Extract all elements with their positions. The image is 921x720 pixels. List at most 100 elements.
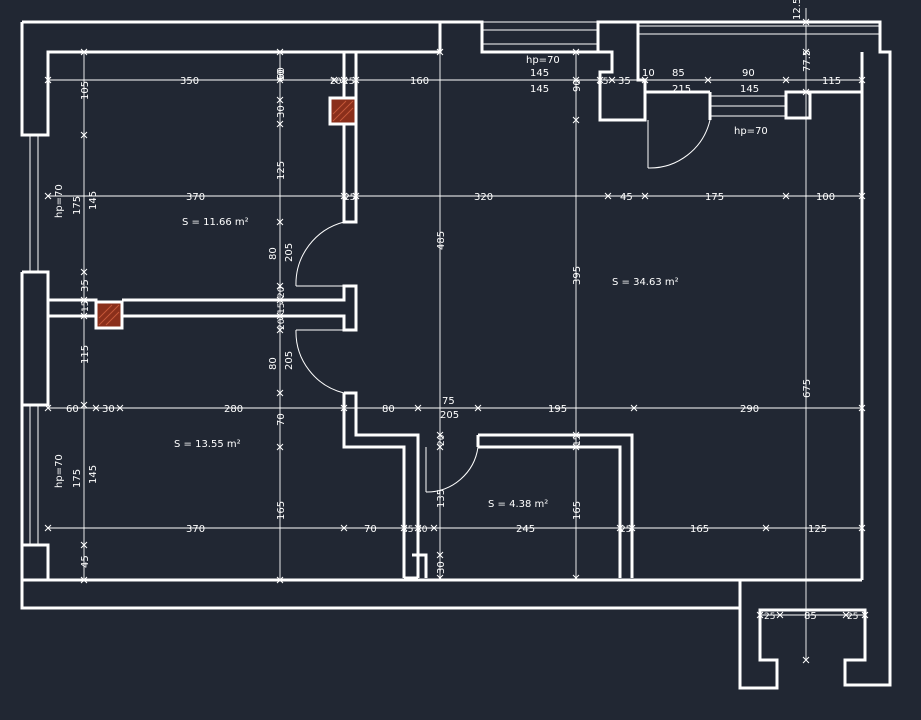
dim-label: 675: [802, 379, 813, 398]
dim-label: 60: [276, 67, 287, 80]
dim-label: 245: [516, 524, 535, 535]
doors: [295, 119, 711, 493]
dim-label: 30: [102, 404, 115, 415]
dim-col-inner: 60 30 125 80 205 20 15 20 80 205 70 165: [268, 67, 295, 520]
dim-label: 12.5: [792, 0, 803, 20]
dim-label: 85: [804, 611, 817, 622]
dim-label: 90: [742, 68, 755, 79]
dim-label: 25: [402, 525, 413, 535]
dim-label: 25: [620, 525, 631, 535]
area-label-main: S = 34.63 m²: [612, 277, 679, 288]
dim-label: 60: [66, 404, 79, 415]
dim-label: 145: [530, 84, 549, 95]
dim-row-4: 370 70 25 20 245 25 165 125: [186, 524, 827, 535]
dim-label: 175: [72, 196, 83, 215]
dim-col-right: 12.5 77.5 675: [792, 0, 813, 398]
dim-label: 485: [436, 231, 447, 250]
dimension-lines: [44, 8, 869, 664]
dim-label: 135: [436, 489, 447, 508]
dim-label: 30: [436, 561, 447, 574]
dim-label: 15: [81, 301, 91, 312]
dim-label: 205: [284, 351, 295, 370]
dim-label: 175: [72, 469, 83, 488]
dim-label: 25: [764, 612, 775, 622]
dim-label: 115: [822, 76, 841, 87]
walls: [20, 20, 892, 690]
area-label-left-top: S = 11.66 m²: [182, 217, 249, 228]
dim-label: 395: [572, 266, 583, 285]
dim-label: 80: [268, 357, 279, 370]
dim-label: 25: [597, 77, 608, 87]
window-height-top-right: hp=70: [734, 126, 768, 137]
dim-label: 15: [277, 303, 287, 314]
dim-row-1: 350 60 20 25 160 145 145 25 35 10 85 215…: [180, 68, 841, 95]
area-label-left-bottom: S = 13.55 m²: [174, 439, 241, 450]
dim-label: 370: [186, 524, 205, 535]
dim-label: 125: [276, 161, 287, 180]
window-height-left-upper: hp=70: [54, 184, 65, 218]
dim-label: 15: [573, 435, 583, 446]
dim-label: 320: [474, 192, 493, 203]
dim-label: 45: [80, 555, 91, 568]
dim-label: 205: [440, 410, 459, 421]
dim-label: 20: [277, 318, 287, 330]
outer-wall: [20, 20, 892, 690]
dim-label: 85: [672, 68, 685, 79]
dim-label: 160: [410, 76, 429, 87]
dim-label: 370: [186, 192, 205, 203]
dim-label: 77.5: [802, 50, 813, 72]
dim-label: 280: [224, 404, 243, 415]
dim-col-left: 105 175 145 35 15 115 175 145 45: [72, 81, 99, 568]
dim-label: 25: [343, 77, 354, 87]
dim-label: 205: [284, 243, 295, 262]
dim-label: 25: [344, 193, 355, 203]
dim-label: 165: [690, 524, 709, 535]
door-left-top: [295, 221, 345, 287]
dim-row-2: 370 25 320 45 175 100: [186, 192, 835, 203]
dim-label: 80: [268, 247, 279, 260]
dim-label: 195: [548, 404, 567, 415]
dim-label: 10: [642, 68, 655, 79]
window-height-top-center: hp=70: [526, 55, 560, 66]
door-left-bottom: [295, 329, 345, 394]
dim-label: 290: [740, 404, 759, 415]
dim-label: 45: [620, 192, 633, 203]
dim-label: 20: [437, 434, 447, 446]
dim-label: 20: [416, 525, 428, 535]
dim-label: 90: [572, 79, 583, 92]
dim-label: 75: [442, 396, 455, 407]
dim-label: 115: [80, 345, 91, 364]
dim-label: 165: [572, 501, 583, 520]
door-bath: [425, 446, 479, 493]
dim-label: 215: [672, 84, 691, 95]
area-label-bath: S = 4.38 m²: [488, 499, 548, 510]
dim-label: 25: [847, 612, 858, 622]
dim-label: 70: [276, 413, 287, 426]
dim-label: 105: [80, 81, 91, 100]
dim-label: 125: [808, 524, 827, 535]
dim-label: 145: [530, 68, 549, 79]
door-top-right: [647, 119, 711, 169]
dim-label: 20: [277, 286, 287, 298]
dim-label: 35: [80, 279, 91, 292]
dim-label: 145: [740, 84, 759, 95]
dim-label: 35: [618, 76, 631, 87]
dim-label: 145: [88, 191, 99, 210]
dim-label: 70: [364, 524, 377, 535]
dim-label: 30: [276, 105, 287, 118]
structural-columns: [94, 96, 358, 330]
window-height-left-lower: hp=70: [54, 454, 65, 488]
dim-label: 350: [180, 76, 199, 87]
dim-label: 165: [276, 501, 287, 520]
dim-row-5: 25 85 25: [764, 611, 858, 622]
dim-label: 175: [705, 192, 724, 203]
dim-label: 100: [816, 192, 835, 203]
dim-col-center: 485 20 135 30: [436, 231, 447, 574]
dim-label: 60: [276, 69, 287, 82]
dim-label: 145: [88, 465, 99, 484]
dim-col-mid: 90 395 15 165: [572, 79, 583, 520]
dim-row-3: 60 30 280 80 75 205 195 290: [66, 396, 759, 421]
dim-label: 80: [382, 404, 395, 415]
dim-label: 20: [330, 77, 342, 87]
